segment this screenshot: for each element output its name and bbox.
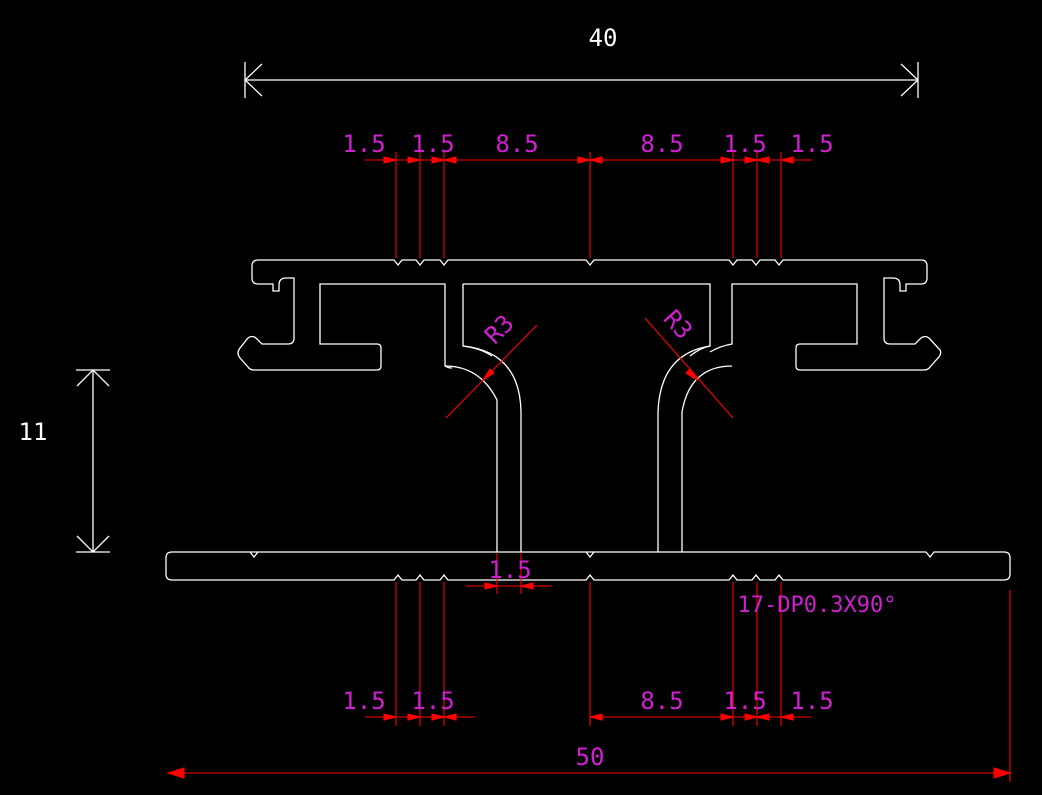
bottom-dim-4: 1.5: [723, 687, 766, 715]
bottom-dim-5: 1.5: [790, 687, 833, 715]
bottom-dim-2: 1.5: [411, 687, 454, 715]
profile-outline: [165, 259, 1011, 581]
top-dim-4: 8.5: [640, 130, 683, 158]
dimension-11: [76, 369, 110, 553]
radius-left-label: R3: [479, 309, 519, 349]
left-web: [444, 365, 498, 552]
dimension-40: [244, 62, 919, 98]
right-web: [681, 365, 733, 552]
bottom-dim-3: 8.5: [640, 687, 683, 715]
red-dimension-lines: [166, 152, 1012, 782]
groove-note: 17-DP0.3X90°: [738, 593, 897, 618]
top-flange-top-edge: [258, 259, 942, 371]
web-thickness-label: 1.5: [488, 556, 531, 584]
top-dim-1: 1.5: [342, 130, 385, 158]
right-web-inner: [657, 345, 711, 552]
dimension-50-label: 50: [576, 743, 605, 771]
dimension-11-label: 11: [19, 418, 48, 446]
top-dim-2: 1.5: [411, 130, 454, 158]
bottom-dimension-labels: 1.5 1.5 8.5 1.5 1.5: [342, 687, 833, 715]
left-web-inner: [462, 345, 522, 552]
top-dimension-labels: 1.5 1.5 8.5 8.5 1.5 1.5: [342, 130, 833, 158]
bottom-dim-1: 1.5: [342, 687, 385, 715]
top-dim-6: 1.5: [790, 130, 833, 158]
bottom-flange: [165, 551, 1011, 581]
top-dim-5: 1.5: [723, 130, 766, 158]
top-flange-left: [237, 259, 453, 371]
top-dim-3: 8.5: [495, 130, 538, 158]
dimension-40-label: 40: [589, 24, 618, 52]
